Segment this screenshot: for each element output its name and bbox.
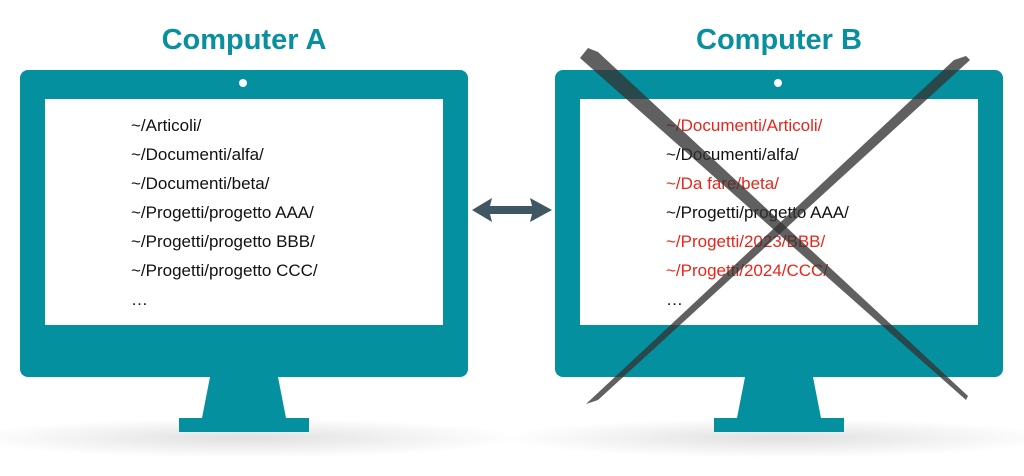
path-item: ~/Articoli/ <box>131 116 202 135</box>
camera-dot <box>239 79 247 87</box>
computer-a-stand <box>179 377 309 432</box>
path-item: ~/Documenti/Articoli/ <box>666 116 823 135</box>
path-item: ~/Da fare/beta/ <box>666 174 779 193</box>
path-item: ~/Progetti/2024/CCC/ <box>666 261 829 280</box>
computer-b-title: Computer B <box>696 24 862 56</box>
computer-b-path-list: ~/Documenti/Articoli/ ~/Documenti/alfa/ … <box>666 111 849 314</box>
path-item: … <box>666 290 683 309</box>
path-item: … <box>131 290 148 309</box>
path-item: ~/Progetti/2023/BBB/ <box>666 232 826 251</box>
path-item: ~/Progetti/progetto AAA/ <box>666 203 849 222</box>
computer-b-monitor: ~/Documenti/Articoli/ ~/Documenti/alfa/ … <box>555 70 1003 377</box>
computer-a-screen: ~/Articoli/ ~/Documenti/alfa/ ~/Document… <box>45 99 443 325</box>
path-item: ~/Documenti/beta/ <box>131 174 270 193</box>
path-item: ~/Progetti/progetto BBB/ <box>131 232 315 251</box>
computer-b-stand <box>714 377 844 432</box>
camera-dot <box>774 79 782 87</box>
double-arrow-icon <box>472 198 552 222</box>
path-item: ~/Documenti/alfa/ <box>131 145 264 164</box>
computer-b-screen: ~/Documenti/Articoli/ ~/Documenti/alfa/ … <box>580 99 978 325</box>
path-item: ~/Documenti/alfa/ <box>666 145 799 164</box>
path-item: ~/Progetti/progetto AAA/ <box>131 203 314 222</box>
computer-a-monitor: ~/Articoli/ ~/Documenti/alfa/ ~/Document… <box>20 70 468 377</box>
computer-a-title: Computer A <box>161 24 327 56</box>
path-item: ~/Progetti/progetto CCC/ <box>131 261 318 280</box>
computer-a-path-list: ~/Articoli/ ~/Documenti/alfa/ ~/Document… <box>131 111 318 314</box>
